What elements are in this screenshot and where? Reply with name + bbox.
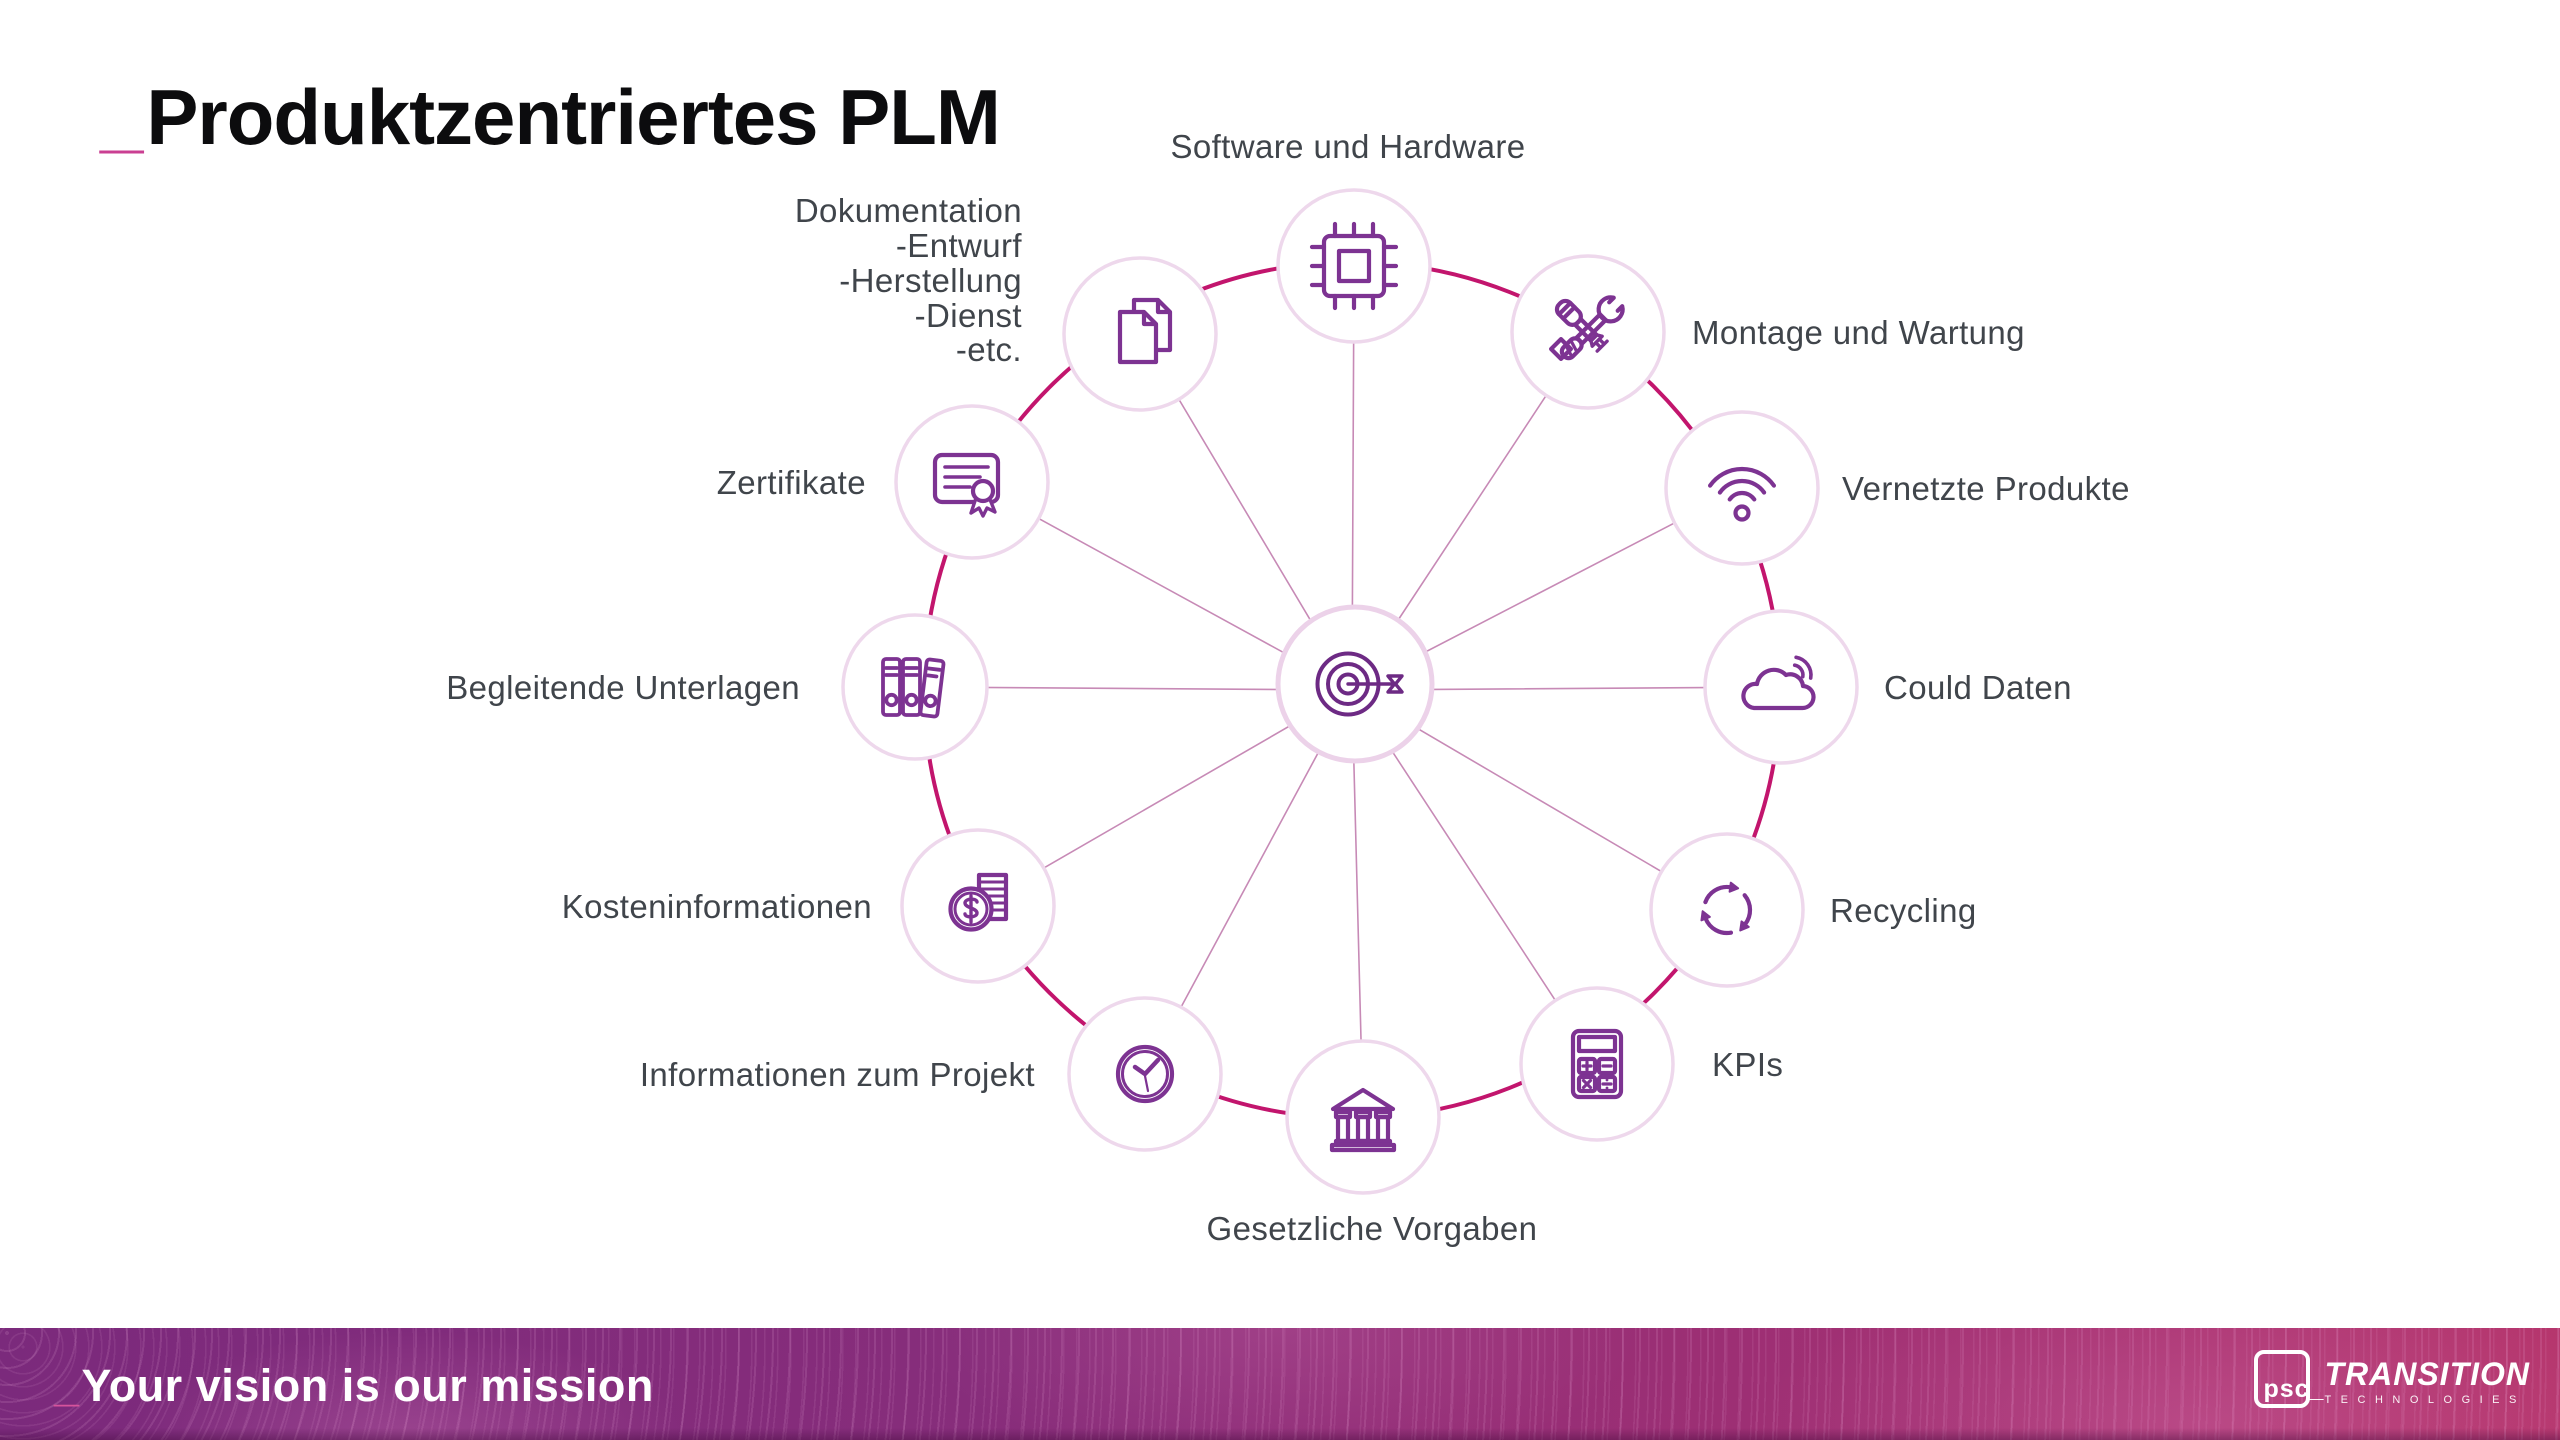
node-circle-montage-wartung bbox=[1510, 254, 1666, 410]
psc-logo-box: psc_ bbox=[2254, 1350, 2323, 1408]
svg-text:-Dienst: -Dienst bbox=[915, 297, 1022, 334]
psc-logo-text: psc_ bbox=[2263, 1375, 2325, 1403]
node-label-software-hardware: Software und Hardware bbox=[1170, 128, 1525, 165]
brand-name: TRANSITION bbox=[2324, 1356, 2530, 1392]
tools-icon bbox=[1549, 295, 1625, 361]
target-icon bbox=[1315, 651, 1404, 717]
footer-band: _Your vision is our mission psc_ TRANSIT… bbox=[0, 1328, 2560, 1440]
cloud-icon bbox=[1741, 655, 1816, 711]
node-circle-recycling bbox=[1649, 832, 1805, 988]
node-circle-software-hardware bbox=[1276, 188, 1432, 344]
chip-icon bbox=[1309, 221, 1399, 311]
node-label-kosteninformationen: Kosteninformationen bbox=[562, 888, 872, 925]
company-logo: psc_ TRANSITION TECHNOLOGIES bbox=[2254, 1350, 2530, 1408]
bank-icon bbox=[1329, 1087, 1397, 1153]
title-text: Produktzentriertes PLM bbox=[146, 73, 1000, 161]
title-accent-underscore: _ bbox=[100, 73, 143, 161]
node-label-kpis: KPIs bbox=[1712, 1046, 1783, 1083]
node-circle-vernetzte-produkte bbox=[1664, 410, 1820, 566]
svg-text:-Herstellung: -Herstellung bbox=[839, 262, 1022, 299]
svg-text:-etc.: -etc. bbox=[956, 331, 1022, 368]
node-label-gesetzliche-vorgaben: Gesetzliche Vorgaben bbox=[1207, 1210, 1538, 1247]
binders-icon bbox=[881, 657, 946, 719]
svg-text:Dokumentation: Dokumentation bbox=[795, 192, 1022, 229]
svg-text:-Entwurf: -Entwurf bbox=[896, 227, 1022, 264]
recycle-icon bbox=[1700, 881, 1753, 936]
brand-wordmark: TRANSITION TECHNOLOGIES bbox=[2324, 1358, 2530, 1408]
node-label-montage-wartung: Montage und Wartung bbox=[1692, 314, 2025, 351]
node-label-vernetzte-produkte: Vernetzte Produkte bbox=[1842, 470, 2130, 507]
clock-icon bbox=[1115, 1044, 1175, 1104]
node-label-informationen-projekt: Informationen zum Projekt bbox=[640, 1056, 1035, 1093]
node-label-recycling: Recycling bbox=[1830, 892, 1977, 929]
node-label-cloud-daten: Could Daten bbox=[1884, 669, 2072, 706]
node-label-zertifikate: Zertifikate bbox=[717, 464, 866, 501]
node-circle-zertifikate bbox=[894, 404, 1050, 560]
footer-tagline: _Your vision is our mission bbox=[54, 1360, 654, 1412]
calculator-icon bbox=[1570, 1028, 1624, 1100]
node-circle-cloud-daten bbox=[1703, 609, 1859, 765]
certificate-icon bbox=[932, 452, 1001, 518]
tagline-text: Your vision is our mission bbox=[81, 1360, 654, 1411]
coins-icon bbox=[948, 872, 1009, 932]
node-circle-begleitende-unterlagen bbox=[841, 613, 989, 761]
documents-icon bbox=[1117, 297, 1173, 365]
node-label-begleitende-unterlagen: Begleitende Unterlagen bbox=[446, 669, 800, 706]
node-label-dokumentation: Dokumentation -Entwurf -Herstellung -Die… bbox=[795, 192, 1022, 368]
wifi-icon bbox=[1708, 467, 1776, 522]
page-title: _Produktzentriertes PLM bbox=[100, 72, 1001, 163]
tagline-accent-underscore: _ bbox=[54, 1360, 80, 1411]
brand-subtitle: TECHNOLOGIES bbox=[2324, 1394, 2526, 1406]
